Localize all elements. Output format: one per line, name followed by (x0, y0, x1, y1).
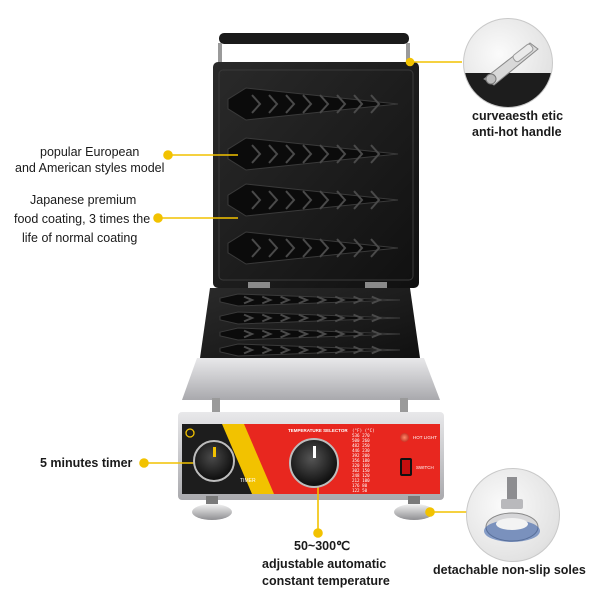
timer-callout: 5 minutes timer (40, 456, 133, 470)
coating-callout-line-2: food coating, 3 times the (14, 212, 151, 226)
handle-zoom-circle (463, 18, 553, 108)
lower-waffle-mold (219, 311, 401, 325)
upper-waffle-mold (227, 137, 399, 171)
temperature-scale-row: 320 160 (352, 463, 370, 468)
power-switch[interactable] (400, 458, 412, 476)
foot-right (394, 496, 434, 520)
temperature-knob[interactable] (289, 438, 339, 488)
hot-light-label: HOT LIGHT (413, 435, 437, 440)
temperature-callout-line-3: constant temperature (262, 574, 390, 588)
non-slip-foot-icon (484, 477, 540, 542)
temperature-scale-row: 446 230 (352, 448, 370, 453)
handle (218, 33, 410, 65)
lower-waffle-mold (219, 327, 401, 341)
handle-callout-line-1: curveaesth etic (472, 109, 564, 123)
lower-waffle-mold (219, 293, 401, 307)
soles-callout: detachable non-slip soles (433, 563, 586, 577)
coating-callout-line-1: Japanese premium (30, 193, 137, 207)
handle-hinge-icon (464, 42, 552, 107)
temperature-selector-title: TEMPERATURE SELECTOR (288, 428, 348, 433)
model-callout-line-1: popular European (40, 145, 140, 159)
lower-waffle-mold (219, 343, 401, 357)
handle-callout-line-2: anti-hot handle (472, 125, 562, 139)
temperature-scale-row: 176 80 (352, 483, 368, 488)
temperature-scale-row: 122 50 (352, 488, 368, 493)
temperature-scale-row: 212 100 (352, 478, 370, 483)
temperature-scale-row: 392 200 (352, 453, 370, 458)
temperature-scale-row: 248 120 (352, 473, 370, 478)
model-callout-line-2: and American styles model (15, 161, 165, 175)
timer-knob[interactable] (193, 440, 235, 482)
temperature-scale-header: (°F) (°C) (352, 428, 375, 433)
upper-waffle-mold (227, 183, 399, 217)
coating-callout-line-3: life of normal coating (22, 231, 138, 245)
temperature-scale-row: 536 270 (352, 433, 370, 438)
upper-waffle-mold (227, 231, 399, 265)
temperature-scale-row: 482 250 (352, 443, 370, 448)
timer-label: TIMER (240, 478, 256, 484)
temperature-scale-row: 356 180 (352, 458, 370, 463)
temperature-scale-row: 500 260 (352, 438, 370, 443)
upper-waffle-mold (227, 87, 399, 121)
switch-label: SWITCH (416, 465, 434, 470)
temperature-scale-row: 302 150 (352, 468, 370, 473)
temperature-callout-line-1: 50~300℃ (294, 539, 351, 553)
callout-lines (139, 57, 470, 538)
upper-plate (213, 62, 419, 288)
hot-light-indicator (400, 433, 409, 442)
foot-left (192, 496, 232, 520)
sole-zoom-circle (466, 468, 560, 562)
temperature-callout-line-2: adjustable automatic (262, 557, 387, 571)
lower-plate (200, 288, 420, 358)
